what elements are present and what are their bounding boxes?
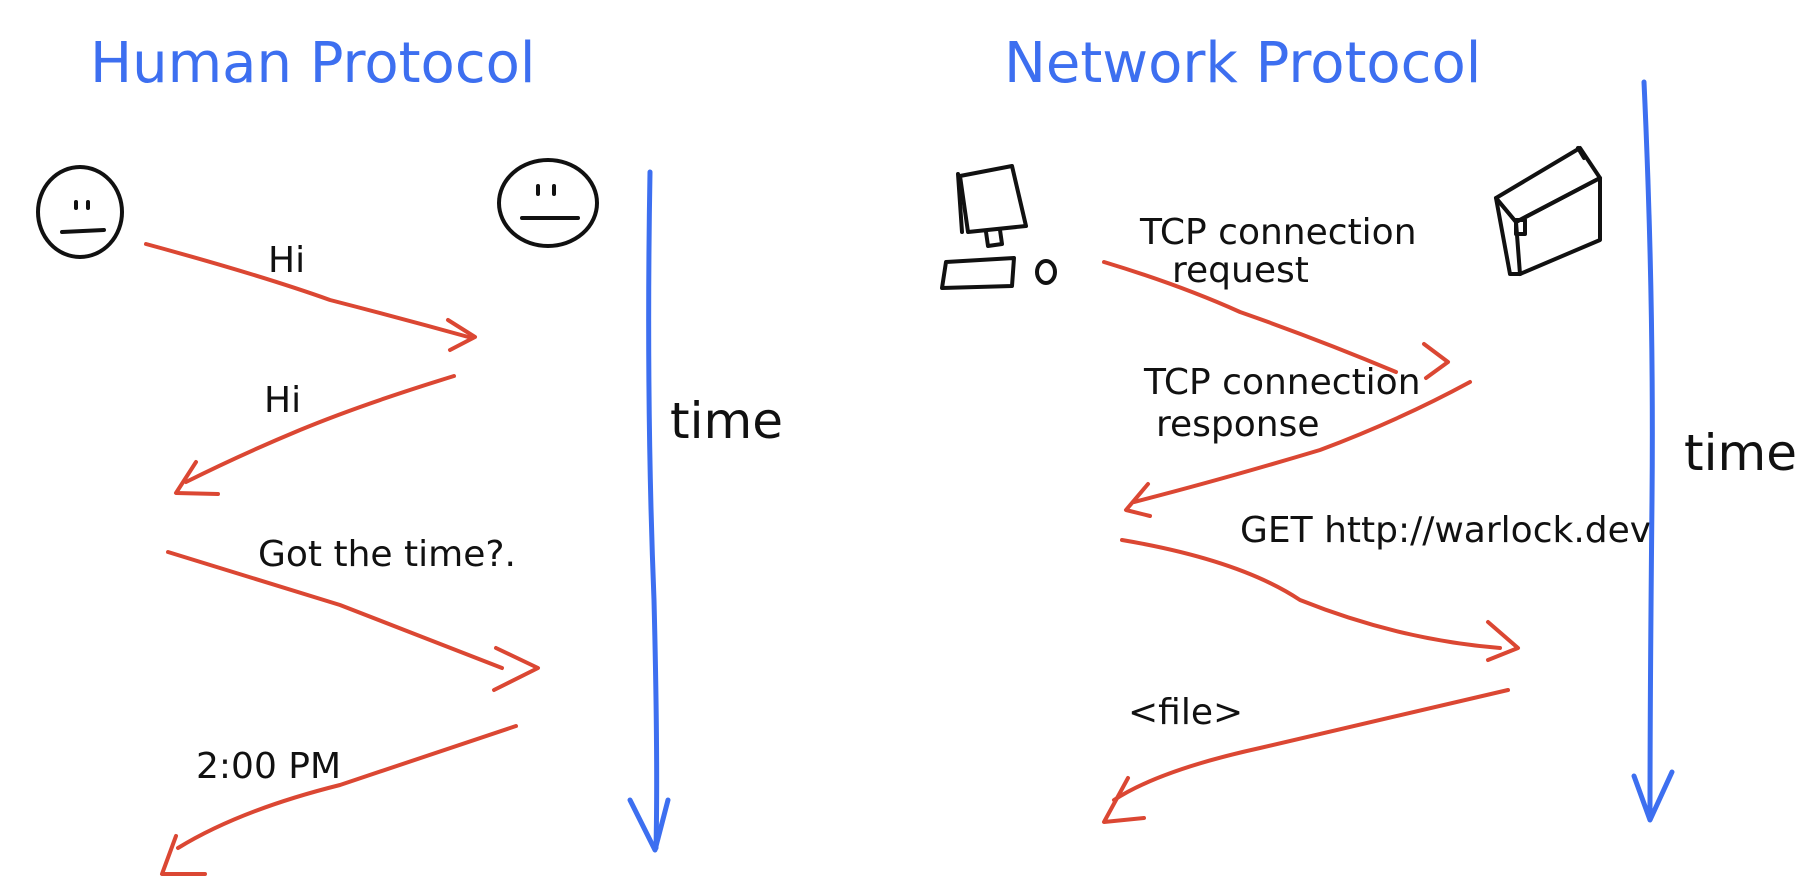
network-message-arrows (1102, 260, 1520, 824)
message-label: TCP connection request (1139, 212, 1428, 291)
arrowhead (160, 834, 207, 876)
message-label: Hi (264, 380, 301, 421)
arrow-time-question (166, 550, 504, 670)
timeline-line (1641, 79, 1655, 819)
arrow-file-response (1112, 688, 1510, 802)
timeline-line (646, 169, 660, 851)
arrow-tcp-request (1102, 260, 1398, 374)
arrow-hi-request (144, 242, 474, 340)
message-label: Got the time?. (258, 534, 516, 575)
arrowhead (1486, 620, 1520, 662)
network-protocol-panel: Network Protocol (940, 31, 1796, 824)
network-protocol-title: Network Protocol (1004, 31, 1481, 96)
arrow-get-request (1120, 538, 1502, 650)
arrowhead (174, 460, 220, 496)
message-label: Hi (268, 240, 305, 281)
message-label: <file> (1128, 692, 1243, 733)
server-icon (1494, 146, 1602, 276)
arrow-tcp-response (1132, 380, 1472, 504)
network-time-label: time (1684, 424, 1796, 482)
network-timeline (1631, 79, 1675, 823)
human-protocol-title: Human Protocol (90, 31, 535, 96)
smiley-face-icon (497, 158, 599, 248)
message-label: TCP connection response (1143, 362, 1432, 445)
human-protocol-panel: Human Protocol Hi Hi (36, 31, 783, 876)
arrowhead (1124, 482, 1152, 518)
computer-icon (940, 164, 1057, 290)
timeline-arrowhead (627, 797, 671, 853)
arrowhead (1422, 342, 1450, 380)
arrow-hi-response (184, 374, 456, 484)
human-message-arrows (144, 242, 540, 876)
human-time-label: time (670, 392, 783, 450)
arrowhead (1102, 776, 1146, 824)
arrowhead (446, 318, 477, 352)
message-label: GET http://warlock.dev (1240, 510, 1651, 551)
message-label: 2:00 PM (196, 746, 341, 787)
smiley-face-icon (36, 165, 124, 259)
arrow-time-answer (176, 724, 518, 850)
arrowhead (492, 646, 540, 692)
human-timeline (627, 169, 671, 853)
timeline-arrowhead (1631, 769, 1675, 823)
